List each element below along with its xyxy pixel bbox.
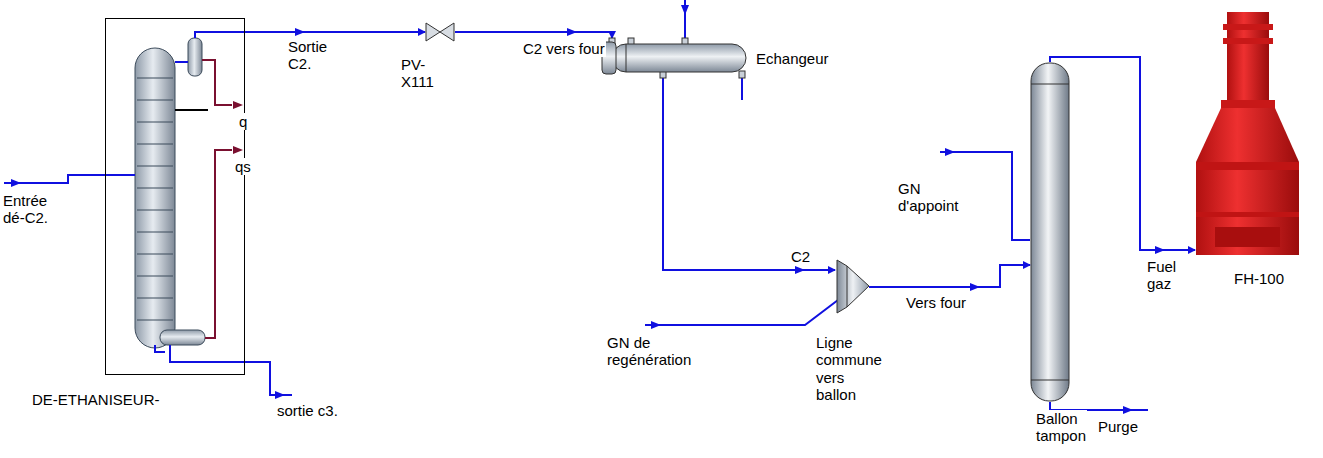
utility-outlet-line — [741, 78, 743, 100]
equipment-label: Ligne commune vers ballon — [815, 334, 883, 403]
heat-exchanger: Echangeur — [600, 38, 748, 78]
reboiler — [160, 330, 205, 345]
stream-arrow — [1123, 406, 1133, 414]
stream-label: Purge — [1097, 418, 1139, 435]
bottoms-line — [170, 345, 292, 395]
stream-label: C2 vers four — [522, 40, 606, 57]
control-valve-shape — [425, 22, 455, 42]
stream-label: C2 — [790, 248, 811, 265]
process-stream — [245, 31, 425, 33]
stream-label: Fuel gaz — [1146, 258, 1188, 293]
equipment-label: Ballon tampon — [1035, 410, 1087, 445]
buffer-drum-shape — [1030, 62, 1070, 402]
stream-label: Vers four — [905, 294, 967, 311]
stream-arrows — [11, 5, 1165, 414]
process-stream — [1050, 57, 1195, 250]
stream-arrow — [681, 5, 689, 15]
energy-line-q — [202, 60, 232, 105]
equipment-label: DE-ETHANISEUR- — [31, 391, 161, 408]
equipment-label: Echangeur — [755, 50, 830, 67]
stream-line — [195, 32, 245, 38]
furnace-shape — [1195, 12, 1300, 255]
process-stream — [663, 78, 835, 270]
stream-label: Sortie C2. — [287, 38, 339, 73]
equipment-label: FH-100 — [1233, 270, 1285, 287]
stream-arrow — [651, 321, 661, 329]
stream-label: q — [238, 113, 248, 130]
condenser-drum — [188, 38, 202, 76]
distillation-column-box: DE-ETHANISEUR- — [105, 18, 245, 375]
process-stream — [869, 265, 1030, 287]
energy-line-qs — [205, 150, 232, 338]
process-stream — [455, 32, 612, 38]
stream-arrow — [233, 146, 243, 154]
buffer-drum: Ballon tampon — [1030, 62, 1070, 402]
stream-label: Entrée dé-C2. — [2, 192, 56, 227]
mixer: Ligne commune vers ballon — [835, 258, 871, 315]
reflux-line — [175, 109, 208, 111]
equipment-label: PV-X111 — [400, 56, 455, 91]
control-valve: PV-X111 — [425, 22, 455, 42]
stream-arrow — [11, 179, 21, 187]
heat-exchanger-shape — [600, 38, 748, 78]
stream-label: GN d'appoint — [897, 180, 965, 215]
feed-line — [4, 175, 135, 183]
stream-label: GN de regénération — [606, 334, 708, 369]
vapour-line — [175, 61, 188, 63]
stream-label: sortie c3. — [276, 402, 339, 419]
column-trays — [137, 78, 173, 320]
stream-label: qs — [234, 158, 252, 175]
furnace: FH-100 — [1195, 12, 1300, 255]
column-shell — [135, 48, 175, 348]
mixer-shape — [835, 258, 871, 315]
stream-line — [645, 300, 838, 325]
reboiler-line — [155, 345, 165, 352]
purge-line — [1050, 402, 1148, 410]
stream-arrow — [945, 148, 955, 156]
stream-arrow — [233, 101, 243, 109]
stream-arrow — [275, 391, 285, 399]
